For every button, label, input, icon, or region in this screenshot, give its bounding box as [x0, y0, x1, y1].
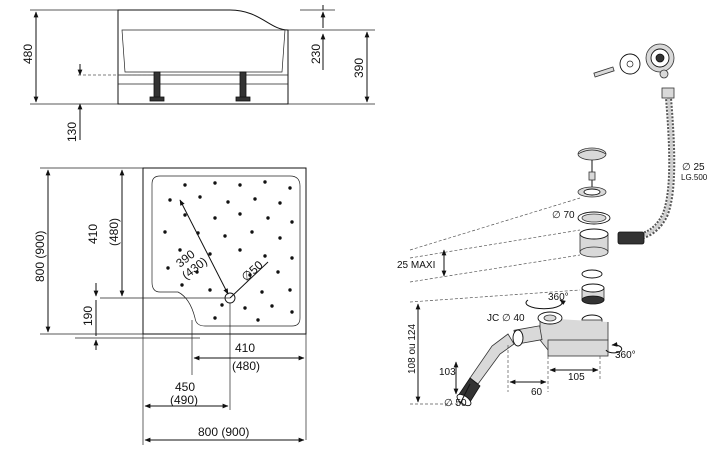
rot-top: 360°	[548, 292, 569, 303]
jc-label: JC ∅ 40	[487, 313, 525, 324]
dim-450: 450	[175, 380, 195, 394]
gasket	[581, 269, 603, 279]
tray-plan-outline	[142, 167, 307, 335]
dim-410-h: 410	[235, 341, 255, 355]
drain-plug	[577, 147, 607, 198]
dim-drain-dia: ∅50	[239, 258, 266, 285]
pipe-connector	[617, 231, 645, 245]
adjustable-feet	[149, 71, 251, 102]
pipe-length: LG.500	[681, 173, 708, 182]
tray-side-outline	[117, 9, 289, 105]
dim-190: 190	[81, 306, 95, 326]
drain-body	[579, 228, 609, 258]
nut	[581, 283, 605, 305]
outlet-dia: ∅ 50	[444, 398, 467, 409]
plan-view: ∅50 800 (900) 410 (480) 390 (430) 190 41…	[33, 167, 307, 445]
dim-width: 800 (900)	[198, 425, 249, 439]
ring-dia: ∅ 70	[552, 210, 575, 221]
dim-60: 60	[531, 387, 543, 398]
pipe-dia: ∅ 25	[682, 162, 705, 173]
dim-depth: 800 (900)	[33, 231, 47, 282]
rot-side: 360°	[615, 350, 636, 361]
dim-103: 103	[439, 367, 456, 378]
rotation-arrow-top	[525, 299, 566, 310]
overflow-assembly	[593, 43, 675, 79]
dim-410-alt: (480)	[107, 218, 121, 246]
dim-230: 230	[309, 44, 323, 64]
dim-410: 410	[86, 224, 100, 244]
dim-480: 480	[21, 44, 35, 64]
dim-390: 390	[352, 58, 366, 78]
height-range: 108 ou 124	[407, 324, 418, 374]
rotation-arrow-side	[605, 342, 623, 354]
tray-basin-plan	[151, 175, 301, 327]
drain-kit: ∅ 25 LG.500 ∅ 70	[397, 43, 708, 409]
max-label: 25 MAXI	[397, 260, 435, 271]
trap-body	[512, 311, 609, 357]
dim-450-alt: (490)	[170, 393, 198, 407]
dim-410-h-alt: (480)	[232, 359, 260, 373]
dim-105: 105	[568, 372, 585, 383]
side-view: 480 130 230 390	[21, 5, 375, 142]
dim-130: 130	[65, 122, 79, 142]
tray-basin-profile	[121, 29, 286, 73]
